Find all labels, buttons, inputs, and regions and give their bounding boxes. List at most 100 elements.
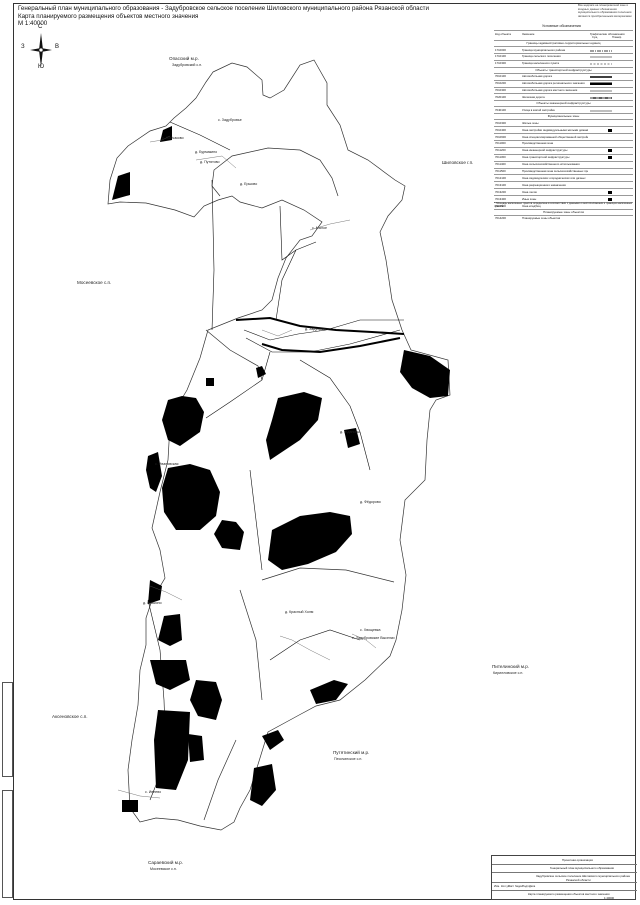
legend-row: 7010600 Зона специализированной обществен…: [494, 133, 633, 140]
village-streets: [117, 135, 377, 799]
legend-code: 7010300: [495, 88, 506, 93]
legend-symbol: [590, 184, 612, 187]
legend-symbol: [590, 142, 612, 145]
legend-name: Зона сельскохозяйственного использования: [522, 162, 580, 167]
tb-col-header: Кол.уч.: [501, 884, 511, 888]
legend-name: Производственная зона: [522, 141, 554, 146]
legend-row: 1710000 Граница муниципального района: [494, 46, 633, 53]
legend-symbol: [590, 97, 612, 99]
legend-header-plan: Планир.: [612, 36, 622, 39]
title-line-2: Карта планируемого размещения объектов м…: [18, 12, 199, 20]
tb-org: Проектная организация: [562, 858, 593, 862]
label-neighbor-east-low-sub: Кирилловское с.п.: [493, 671, 524, 675]
legend-symbol: [608, 149, 612, 153]
village-label-13: с. Задубровские Выселки: [352, 636, 395, 640]
legend-title: Условные обозначения: [542, 24, 581, 28]
legend-name: Автомобильная дорога регионального значе…: [522, 81, 585, 86]
legend-row: 7011000 Производственная зона: [494, 139, 633, 147]
road-network: [147, 121, 404, 801]
legend-symbol: [590, 177, 612, 180]
legend-code: 7040100: [495, 107, 506, 112]
legend-symbol: [590, 217, 612, 220]
legend-code: 1710300: [495, 61, 506, 66]
tb-col-header: Лист: [508, 884, 515, 888]
legend-name: Зона кладбищ: [522, 203, 541, 208]
tb-col-header: Изм.: [494, 884, 500, 888]
label-neighbor-se: Путятинский м.р.: [333, 750, 370, 755]
legend-name: Граница муниципального района: [522, 47, 566, 52]
legend-code: 7010200: [495, 81, 506, 86]
legend-row: 7010300 Автомобильная дорога местного зна…: [494, 86, 633, 94]
legend-name: Автомобильная дорога местного значения: [522, 88, 578, 93]
tb-row2: Задубровское сельское поселение Шиловско…: [536, 874, 630, 878]
label-neighbor-south: Сараевский м.р.: [148, 860, 183, 865]
legend-name: Зона садоводческих огороднических или да…: [522, 175, 586, 180]
tb-line: [492, 872, 637, 873]
legend-row: 7013500 Зона кладбищ: [494, 202, 633, 209]
legend-symbol: [608, 156, 612, 160]
legend-code: 7011000: [495, 141, 506, 146]
legend-code: 7013500: [495, 203, 506, 208]
legend-code: 7012100: [495, 175, 506, 180]
legend-symbol: [590, 57, 612, 58]
legend-symbol: [590, 110, 612, 112]
legend-symbol: [590, 90, 612, 92]
compass-south: Ю: [38, 64, 45, 70]
legend-row: 7011500 Производственная зона сельскохозя…: [494, 167, 633, 175]
legend-code: 1710000: [495, 47, 506, 52]
legend-name: Зона специализированной общественной зас…: [522, 134, 588, 139]
title-line-1: Генеральный план муниципального образова…: [18, 5, 429, 12]
tb-row3: Рязанской области: [566, 878, 591, 882]
legend-symbol: [590, 50, 612, 51]
legend-code: 7010600: [495, 134, 506, 139]
legend-name: Производственная зона сельскохозяйственн…: [522, 169, 588, 174]
tb-col-header: №док.: [515, 884, 524, 888]
legend-code: 7013400: [495, 196, 506, 201]
legend-header-code: Код объекта: [495, 31, 511, 36]
legend-name: Зона инженерной инфраструктуры: [522, 148, 568, 153]
compass-west: З: [21, 44, 25, 50]
legend-section: Объекты транспортной инфраструктуры: [494, 66, 633, 74]
legend-section: Объекты инженерной инфраструктуры: [494, 100, 633, 107]
village-label-14: с. Ивлево: [145, 790, 162, 794]
legend-code: 7010100: [495, 74, 506, 79]
legend-section: Функциональные зоны: [494, 113, 633, 120]
village-label-6: с. Малое: [312, 226, 327, 230]
legend-code: 7011500: [495, 169, 506, 174]
map-title: Генеральный план муниципального образова…: [18, 5, 429, 28]
legend-name: Граница сельского поселения: [522, 54, 561, 59]
legend-code: 7010400: [495, 127, 506, 132]
tb-scale: 1:40000: [604, 896, 615, 900]
village-label-5: д. Ершово: [240, 182, 258, 186]
left-margin-stamp-upper: [2, 682, 13, 777]
legend-footnote: * Площадь населенных пунктов определена …: [494, 202, 633, 209]
legend-row: 1710300 Граница населенного пункта: [494, 59, 633, 67]
village-label-7: с. Ивановская: [155, 462, 179, 466]
legend-name: Граница населенного пункта: [522, 61, 560, 66]
village-label-1: с. Задубровье: [218, 118, 242, 122]
label-neighbor-se-sub: Песочинское с.п.: [334, 757, 363, 761]
scale-label: М 1:40000: [18, 20, 48, 28]
label-neighbor-west-mid: Мосеевское с.п.: [77, 280, 112, 285]
village-label-8: д. Задубровка: [305, 327, 329, 331]
label-neighbor-east: Шиловское г.п.: [442, 160, 474, 165]
legend-name: Планируемые зоны объектов: [522, 216, 561, 221]
village-label-3: д. Бурмакино: [195, 150, 218, 154]
label-neighbor-east-low: Пителинский м.р.: [492, 664, 530, 669]
village-label-11: с. Хвощевка: [360, 628, 381, 632]
compass-icon: [30, 33, 52, 67]
top-right-note: Все надписи на планировочной зоне и вход…: [578, 3, 632, 18]
map-legend: Условные обозначения Код объекта Значени…: [494, 24, 633, 220]
